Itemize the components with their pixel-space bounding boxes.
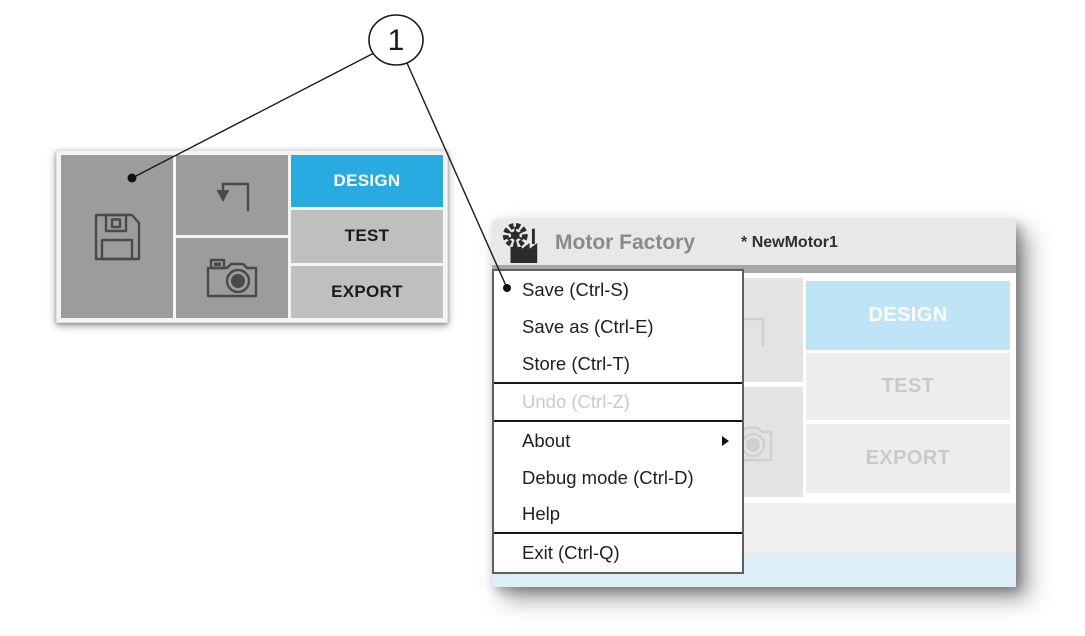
floppy-disk-icon [94,213,141,260]
menu-separator [494,382,742,384]
menu-item-exit-label: Exit (Ctrl-Q) [522,542,620,563]
callout-number: 1 [388,24,405,57]
tab-export-disabled: EXPORT [806,424,1010,493]
window-header: Motor Factory * NewMotor1 [492,220,1016,273]
submenu-right-arrow-icon [722,435,729,446]
menu-item-exit[interactable]: Exit (Ctrl-Q) [494,534,742,572]
camera-icon [206,258,258,298]
menu-item-help[interactable]: Help [494,496,742,532]
menu-separator [494,532,742,534]
toolbar-panel: DESIGN TEST EXPORT [56,150,448,323]
menu-item-store[interactable]: Store (Ctrl-T) [494,345,742,382]
toolbar-middle-column [176,155,288,318]
menu-item-undo: Undo (Ctrl-Z) [494,384,742,420]
tab-design-label: DESIGN [868,304,948,326]
tab-test-label: TEST [344,226,390,246]
menu-item-debug-mode-label: Debug mode (Ctrl-D) [522,466,694,488]
factory-gear-icon [502,222,538,263]
menu-separator [494,420,742,422]
menu-item-about-label: About [522,429,571,451]
save-button[interactable] [61,155,173,318]
menu-item-about[interactable]: About [494,422,742,459]
tab-export-label: EXPORT [865,447,951,469]
window-tabs-disabled: DESIGN TEST EXPORT [806,281,1010,493]
app-title: Motor Factory [555,230,696,254]
screenshot-button[interactable] [176,238,288,318]
document-title: * NewMotor1 [741,233,838,251]
motor-factory-window: Motor Factory * NewMotor1 DESIGN TEST EX… [492,220,1016,587]
down-arrow-icon [216,182,250,212]
menu-item-save[interactable]: Save (Ctrl-S) [494,271,742,308]
tab-design[interactable]: DESIGN [291,155,443,208]
toolbar-tabs: DESIGN TEST EXPORT [291,155,443,318]
tab-export[interactable]: EXPORT [291,265,443,318]
tab-design-label: DESIGN [333,171,401,191]
menu-item-save-as[interactable]: Save as (Ctrl-E) [494,308,742,345]
file-menu: Save (Ctrl-S) Save as (Ctrl-E) Store (Ct… [492,269,744,574]
menu-item-debug-mode[interactable]: Debug mode (Ctrl-D) [494,459,742,496]
callout-circle [368,14,424,66]
tab-export-label: EXPORT [331,281,403,301]
menu-item-store-label: Store (Ctrl-T) [522,352,630,374]
menu-item-undo-label: Undo (Ctrl-Z) [522,391,630,412]
tab-test-label: TEST [881,375,935,397]
tab-test[interactable]: TEST [291,210,443,263]
menu-item-save-label: Save (Ctrl-S) [522,278,629,300]
tab-design-disabled: DESIGN [806,281,1010,350]
menu-item-save-as-label: Save as (Ctrl-E) [522,315,654,337]
import-button[interactable] [176,155,288,235]
menu-item-help-label: Help [522,503,561,524]
tab-test-disabled: TEST [806,353,1010,420]
